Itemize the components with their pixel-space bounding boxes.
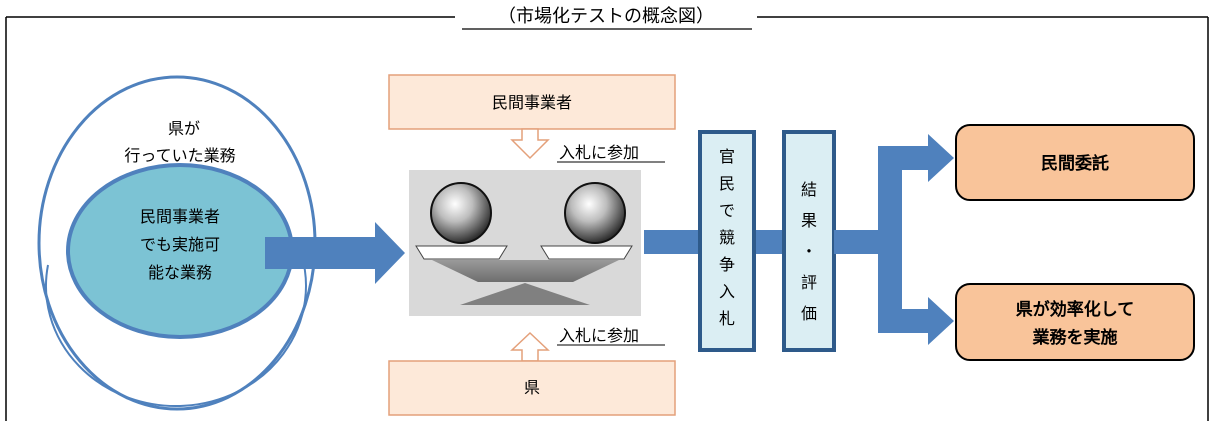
bid-arrow-up: [510, 331, 550, 362]
arrow-to-scale: [265, 222, 405, 284]
connector-compete-to-result: [754, 230, 784, 254]
outcome-private-contract-label: 民間委託: [1041, 153, 1109, 174]
bid-bottom-label: 入札に参加: [559, 326, 639, 345]
scale-ball-right: [564, 182, 626, 244]
scale-beam: [432, 260, 619, 282]
connector-scale-to-compete: [644, 230, 700, 254]
outcome-prefecture-line2: 業務を実施: [1033, 327, 1118, 348]
prefecture-box: [388, 360, 676, 416]
inner-ellipse-line2: でも実施可: [140, 235, 220, 254]
arrow-to-prefecture-efficient: [878, 297, 954, 345]
result-char-2: ・: [801, 242, 817, 261]
private-business-label: 民間事業者: [492, 93, 572, 112]
scale-ball-left: [430, 182, 492, 244]
scale-pan-right: [540, 245, 633, 260]
outer-circle-label-line2: 行っていた業務: [124, 146, 235, 165]
result-char-0: 結: [801, 180, 817, 199]
diagram-title: （市場化テストの概念図）: [498, 5, 714, 27]
compete-char-0: 官: [719, 147, 735, 166]
compete-char-5: 入: [719, 282, 735, 301]
bid-top-label: 入札に参加: [559, 143, 639, 162]
result-char-4: 価: [801, 304, 817, 323]
compete-char-2: で: [719, 201, 735, 220]
compete-char-3: 競: [719, 228, 735, 247]
inner-ellipse-line1: 民間事業者: [140, 207, 220, 226]
outcome-prefecture-box: [955, 283, 1195, 361]
outcome-private-contract-box: [955, 124, 1195, 201]
compete-box: [698, 130, 756, 352]
branch-vertical: [878, 146, 902, 333]
result-char-1: 果: [801, 211, 817, 230]
outcome-prefecture-line1: 県が効率化して: [1016, 299, 1135, 320]
compete-char-1: 民: [719, 174, 735, 193]
arrow-to-private-contract: [878, 134, 954, 182]
scale-pan-left: [415, 245, 508, 260]
connector-result-to-branch: [834, 230, 878, 254]
inner-ellipse-line3: 能な業務: [148, 263, 212, 282]
bid-arrow-down: [510, 128, 550, 160]
prefecture-label: 県: [524, 378, 540, 397]
private-business-box: [388, 74, 676, 130]
scale-base: [460, 283, 590, 305]
outer-circle-label-line1: 県が: [168, 119, 200, 138]
outer-circle-inner-ring: [45, 249, 307, 408]
compete-char-4: 争: [719, 255, 735, 274]
result-char-3: 評: [801, 273, 817, 292]
compete-char-6: 札: [719, 309, 735, 328]
